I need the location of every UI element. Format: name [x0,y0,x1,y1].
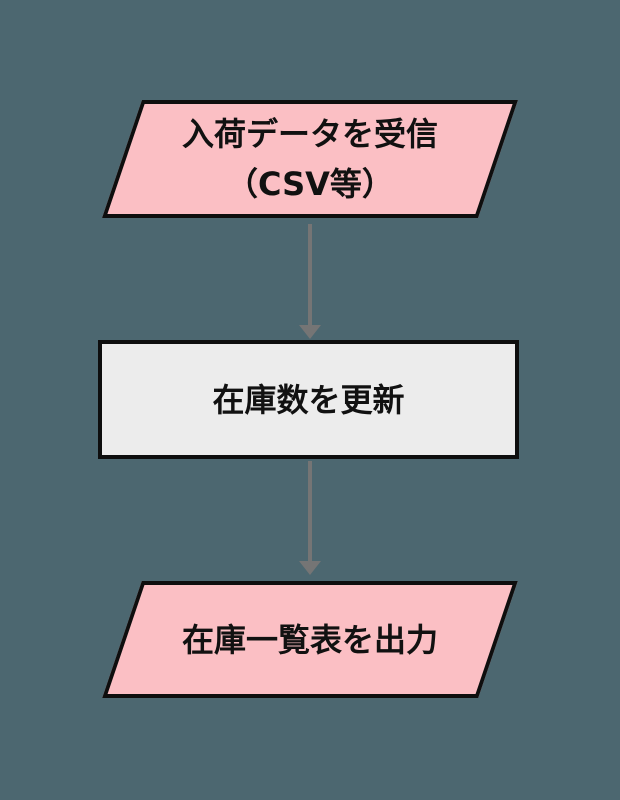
node-label: 在庫一覧表を出力 [182,615,438,665]
node-label: 在庫数を更新 [212,375,404,425]
flowchart-node-receive-data: 入荷データを受信 （CSV等） [102,100,518,218]
flowchart-node-output-list: 在庫一覧表を出力 [102,581,518,698]
connector-arrow-1 [298,224,322,339]
node-label-line: （CSV等） [226,165,394,203]
flowchart-node-update-stock: 在庫数を更新 [98,340,519,459]
node-label-line: 在庫数を更新 [212,380,405,419]
arrow-head-icon [299,561,321,575]
connector-arrow-2 [298,461,322,575]
rectangle-shape [98,340,519,459]
arrow-shaft [308,461,312,561]
arrow-shaft [308,224,312,325]
arrow-head-icon [299,325,321,339]
node-label-line: 入荷データを受信 [181,115,438,153]
node-label-line: 在庫一覧表を出力 [181,620,438,659]
node-label: 入荷データを受信 （CSV等） [182,109,438,209]
